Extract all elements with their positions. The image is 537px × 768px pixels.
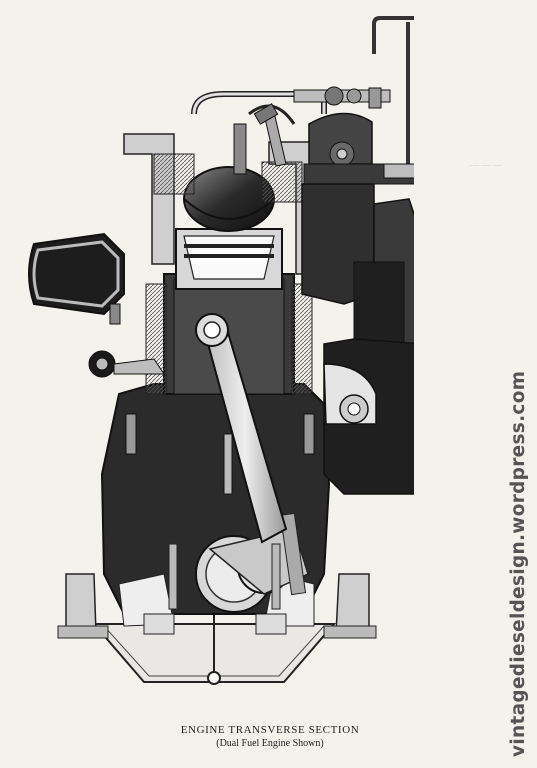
figure-caption-title: ENGINE TRANSVERSE SECTION [180, 724, 360, 736]
engine-section-illustration [28, 16, 414, 685]
watermark: vintagedieseldesign.wordpress.com [508, 370, 529, 757]
figure-caption-subtitle: (Dual Fuel Engine Shown) [216, 738, 324, 749]
bleed-through-text: — — — [470, 160, 502, 170]
